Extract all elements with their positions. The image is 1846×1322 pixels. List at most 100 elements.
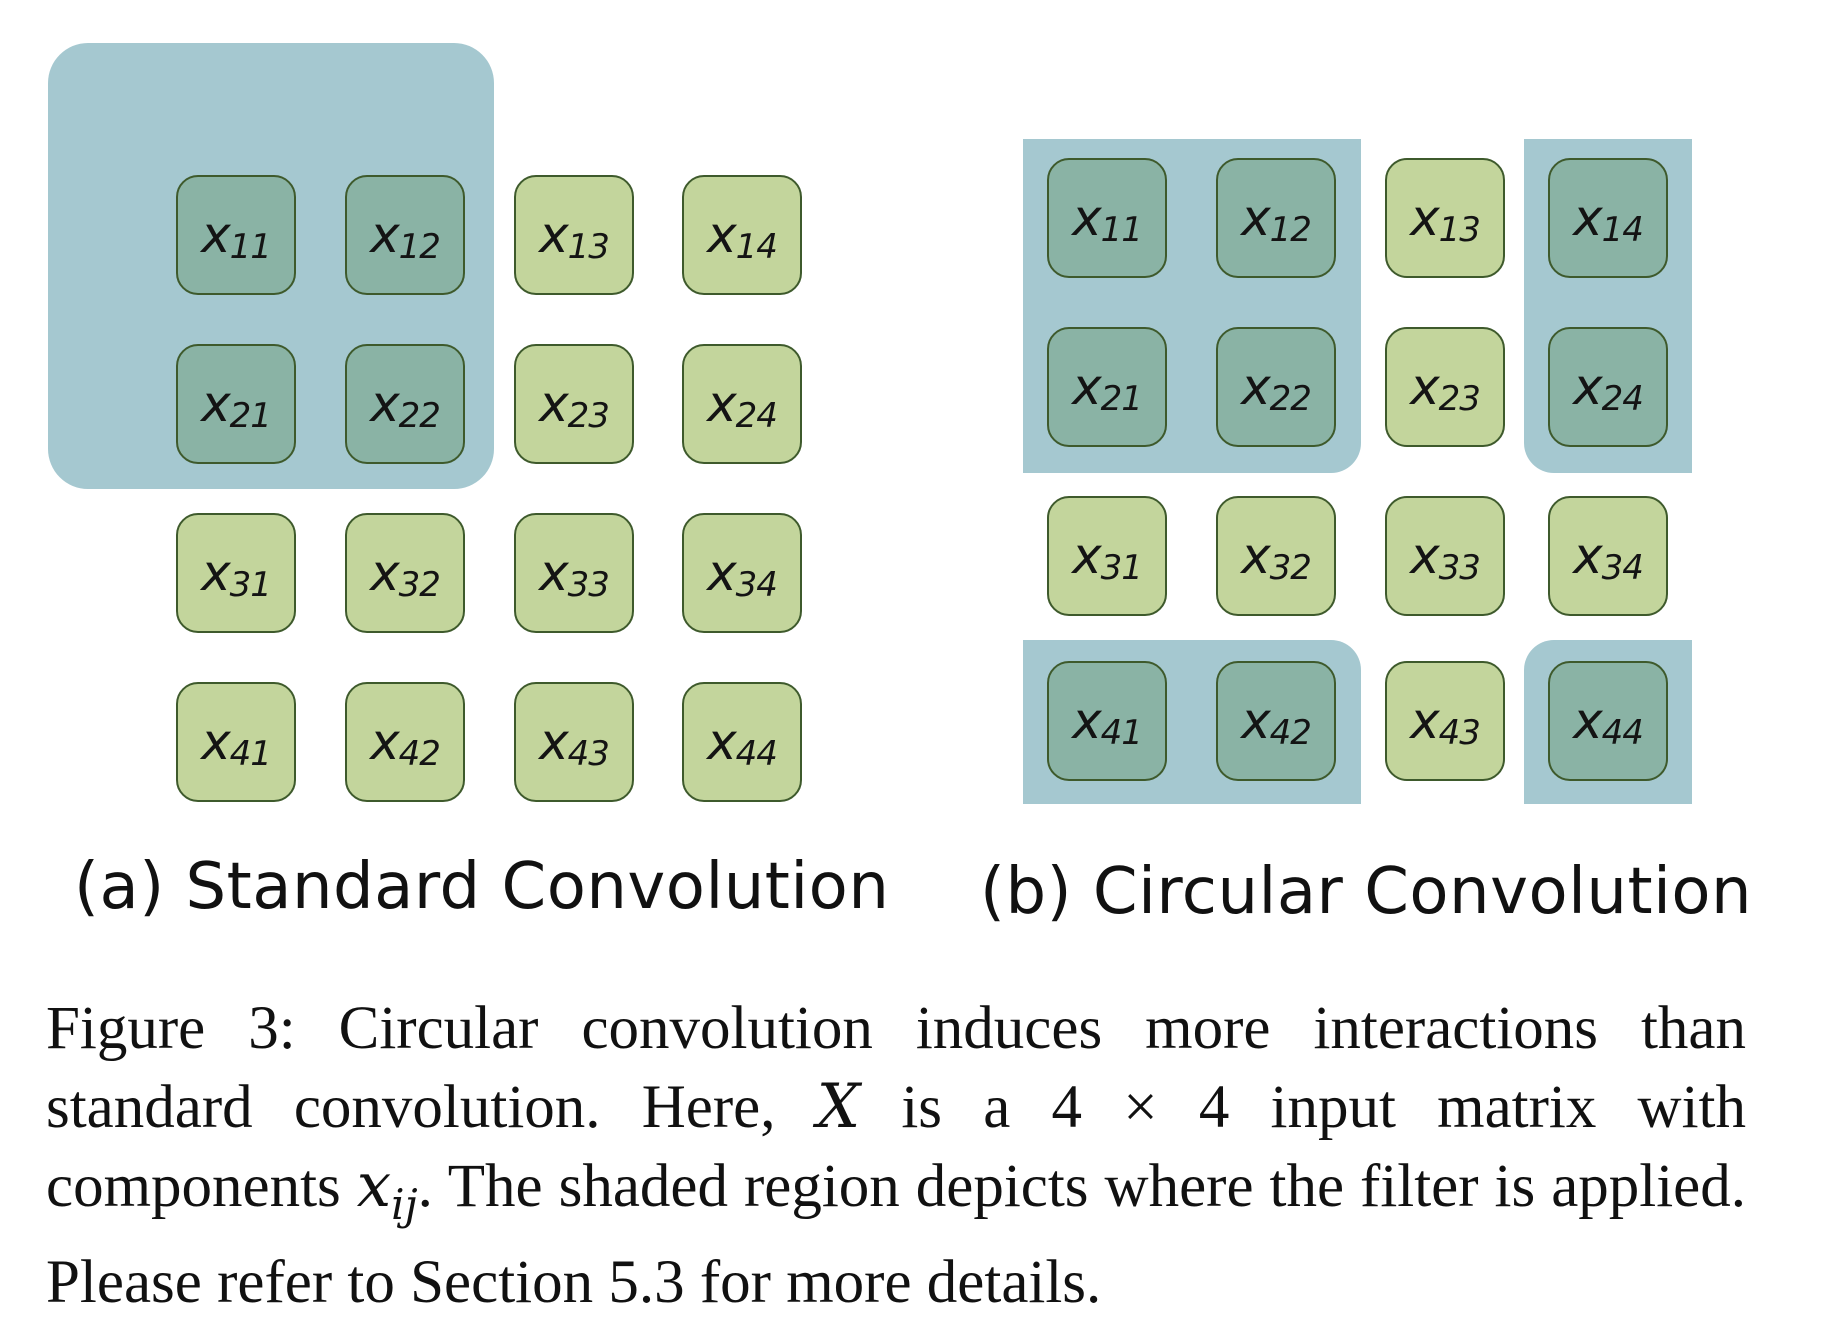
- cell-subscript: 12: [398, 227, 441, 267]
- cell-subscript: 42: [398, 734, 441, 774]
- caption-text-2: is a: [860, 1074, 1052, 1141]
- cell-subscript: 41: [229, 734, 272, 774]
- cell-subscript: 12: [1269, 210, 1312, 250]
- cell-subscript: 14: [735, 227, 778, 267]
- cell-symbol: x: [370, 206, 400, 264]
- cell-subscript: 44: [735, 734, 778, 774]
- cell-subscript: 33: [567, 565, 610, 605]
- caption-math-xij: xij: [356, 1150, 418, 1229]
- cell-subscript: 11: [1100, 210, 1143, 250]
- panel-label-a: (a) Standard Convolution: [74, 850, 890, 924]
- panel-label-b: (b) Circular Convolution: [980, 855, 1753, 929]
- cell-subscript: 41: [1100, 713, 1143, 753]
- cell-symbol: x: [1241, 189, 1271, 247]
- cell-subscript: 13: [567, 227, 610, 267]
- cell-symbol: x: [707, 375, 737, 433]
- caption-math-X: X: [816, 1071, 861, 1142]
- cell-subscript: 42: [1269, 713, 1312, 753]
- cell-symbol: x: [1410, 527, 1440, 585]
- cell-subscript: 43: [567, 734, 610, 774]
- cell-subscript: 21: [1100, 379, 1143, 419]
- cell-subscript: 32: [1269, 548, 1312, 588]
- caption-math-xij-sub: ij: [391, 1180, 418, 1230]
- cell-subscript: 31: [1100, 548, 1143, 588]
- cell-subscript: 24: [1601, 379, 1644, 419]
- cell-symbol: x: [201, 544, 231, 602]
- cell-subscript: 44: [1601, 713, 1644, 753]
- cell-symbol: x: [539, 206, 569, 264]
- caption-text-1: Figure 3: Circular convolution induces m…: [46, 995, 1746, 1141]
- cell-symbol: x: [1241, 527, 1271, 585]
- cell-subscript: 43: [1438, 713, 1481, 753]
- cell-subscript: 34: [735, 565, 778, 605]
- cell-symbol: x: [1072, 358, 1102, 416]
- caption-text-3: input matrix with components: [46, 1074, 1747, 1220]
- cell-subscript: 24: [735, 396, 778, 436]
- cell-symbol: x: [201, 713, 231, 771]
- cell-symbol: x: [201, 375, 231, 433]
- cell-subscript: 32: [398, 565, 441, 605]
- cell-symbol: x: [539, 713, 569, 771]
- cell-symbol: x: [1241, 358, 1271, 416]
- cell-symbol: x: [1573, 692, 1603, 750]
- caption-math-dims: 4 × 4: [1051, 1074, 1230, 1141]
- cell-subscript: 13: [1438, 210, 1481, 250]
- cell-symbol: x: [1410, 692, 1440, 750]
- cell-subscript: 22: [398, 396, 441, 436]
- cell-subscript: 33: [1438, 548, 1481, 588]
- cell-subscript: 23: [1438, 379, 1481, 419]
- cell-symbol: x: [1573, 527, 1603, 585]
- cell-symbol: x: [539, 544, 569, 602]
- cell-subscript: 21: [229, 396, 272, 436]
- cell-symbol: x: [1241, 692, 1271, 750]
- caption-text-4: . The shaded region depicts where the fi…: [46, 1153, 1746, 1317]
- cell-subscript: 11: [229, 227, 272, 267]
- figure-caption: Figure 3: Circular convolution induces m…: [46, 990, 1746, 1322]
- cell-symbol: x: [1072, 189, 1102, 247]
- cell-symbol: x: [1573, 189, 1603, 247]
- caption-math-xij-base: x: [356, 1150, 392, 1221]
- cell-subscript: 22: [1269, 379, 1312, 419]
- cell-symbol: x: [370, 713, 400, 771]
- cell-symbol: x: [707, 713, 737, 771]
- cell-symbol: x: [370, 544, 400, 602]
- cell-symbol: x: [707, 544, 737, 602]
- cell-subscript: 14: [1601, 210, 1644, 250]
- cell-symbol: x: [201, 206, 231, 264]
- cell-symbol: x: [1072, 527, 1102, 585]
- cell-subscript: 31: [229, 565, 272, 605]
- cell-symbol: x: [539, 375, 569, 433]
- cell-symbol: x: [370, 375, 400, 433]
- cell-symbol: x: [707, 206, 737, 264]
- cell-symbol: x: [1072, 692, 1102, 750]
